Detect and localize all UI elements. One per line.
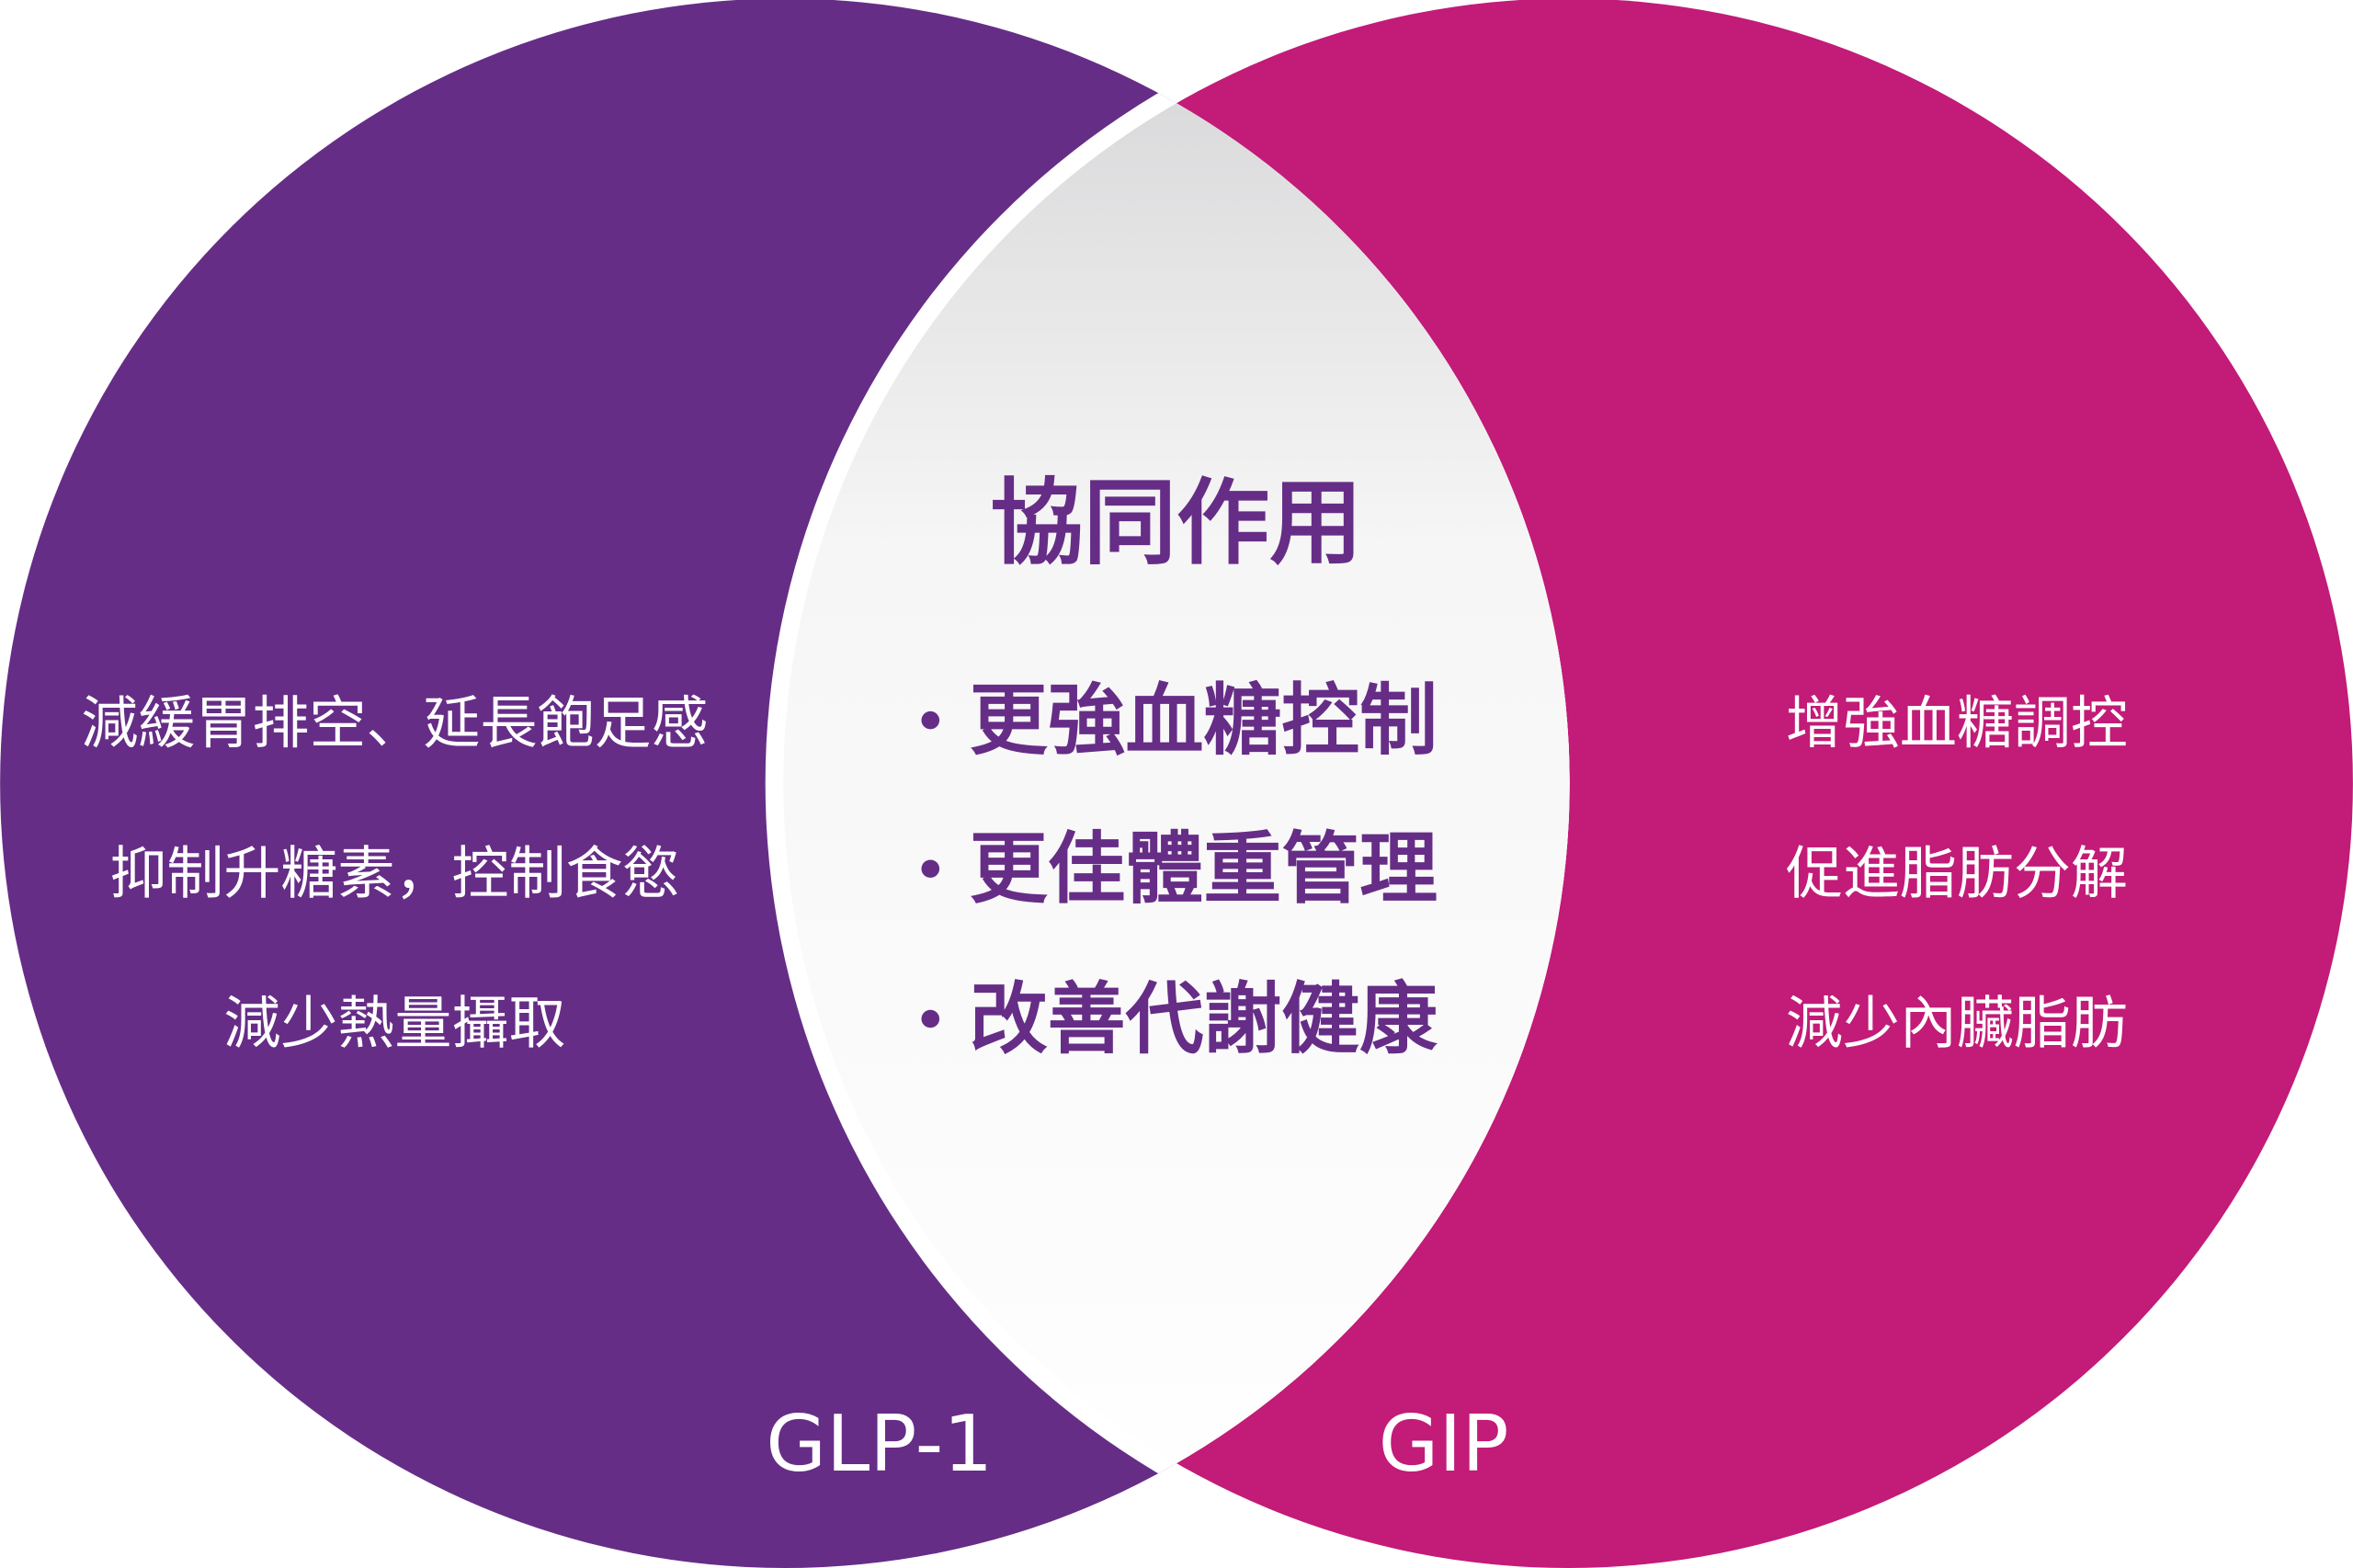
gip-item: 促進脂肪分解: [1786, 839, 2128, 906]
center-bullet: 改善代謝健康: [970, 974, 1438, 1065]
overlap-lens-fill: [783, 0, 1570, 1568]
bullet-dot-icon: [921, 1009, 940, 1028]
center-title: 協同作用: [991, 469, 1363, 577]
gip-item: 增強血糖調控: [1786, 689, 2128, 756]
glp1-item: 抑制升糖素，控制食慾: [109, 839, 679, 906]
glp1-label: GLP-1: [766, 1399, 993, 1490]
glp1-item: 減緩胃排空、延長飽足感: [81, 689, 708, 756]
glp1-item: 減少熱量攝取: [223, 990, 565, 1057]
bullet-dot-icon: [921, 710, 940, 730]
gip-item: 減少內臟脂肪: [1786, 990, 2128, 1057]
center-bullet: 更強血糖控制: [970, 676, 1438, 767]
gip-label: GIP: [1379, 1399, 1509, 1490]
center-bullet: 更佳體重管理: [970, 824, 1438, 915]
bullet-dot-icon: [921, 859, 940, 879]
